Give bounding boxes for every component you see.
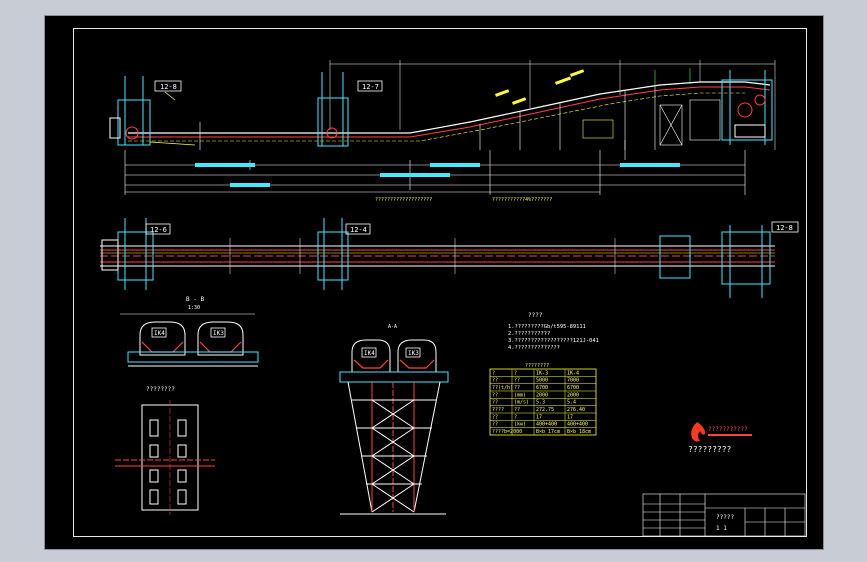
spec-cell: 276.40 bbox=[567, 407, 585, 413]
spec-cell: (kw) bbox=[514, 422, 526, 428]
tag-plan-left bbox=[145, 223, 171, 235]
logo-line-2: ????????? bbox=[688, 445, 732, 454]
tag-elev-left bbox=[154, 80, 182, 92]
spec-cell: B×b 18cm bbox=[567, 429, 591, 435]
drawing-sheet bbox=[44, 15, 824, 550]
spec-cell: ?? bbox=[492, 378, 498, 384]
spec-cell: ????b=2000 bbox=[492, 429, 522, 435]
note-line-1: 1.?????????Gb/t595-89111 bbox=[508, 324, 586, 330]
section-aa: A-A IK4 IK3 bbox=[339, 324, 449, 515]
spec-cell: B×b 17cm bbox=[536, 429, 560, 435]
notes-title: ???? bbox=[528, 312, 543, 319]
detail-title: ???????? bbox=[146, 386, 175, 393]
plan-station-mid bbox=[317, 218, 349, 290]
spec-cell: ?? bbox=[492, 400, 498, 406]
bb-idler-right: IK3 bbox=[213, 330, 224, 337]
incline-supports bbox=[479, 68, 721, 150]
spec-table: ???????? ?? IK-3 IK-4???? 5000 7000 ??(t/h)??… bbox=[489, 363, 597, 436]
belt-profile-under bbox=[128, 92, 745, 142]
spec-cell: 6700 bbox=[567, 385, 579, 391]
plan-station-right bbox=[659, 225, 771, 298]
note-line-3: 3.??????????????????121J-041 bbox=[508, 338, 599, 344]
spec-cell: 5.4 bbox=[567, 400, 576, 406]
belt-profile bbox=[128, 81, 771, 134]
aa-idler-right: IK3 bbox=[408, 350, 419, 357]
spec-cell: 2000 bbox=[536, 392, 548, 398]
plan-station-left bbox=[101, 218, 154, 290]
spec-header-cell: IK-3 bbox=[536, 370, 548, 376]
spec-header-cell: ? bbox=[514, 370, 517, 376]
spec-cell: ? bbox=[514, 414, 517, 420]
bb-idler-left: IK4 bbox=[154, 330, 165, 337]
spec-cell: 5000 bbox=[536, 378, 548, 384]
flame-icon bbox=[691, 422, 706, 442]
drawing-frame bbox=[73, 28, 807, 537]
tag-elev-mid-text: 12-7 bbox=[362, 83, 379, 91]
section-aa-title: A-A bbox=[388, 324, 397, 330]
title-block-name: ????? bbox=[716, 514, 734, 521]
spec-cell: 17 bbox=[536, 414, 542, 420]
tag-plan-right-text: 12-8 bbox=[776, 224, 793, 232]
tag-elev-mid bbox=[357, 80, 383, 92]
intermediate-station bbox=[317, 72, 349, 147]
head-station-right bbox=[721, 70, 773, 145]
spec-cell: 5.3 bbox=[536, 400, 545, 406]
spec-cell: 17 bbox=[567, 414, 573, 420]
spec-cell: ?? bbox=[514, 385, 520, 391]
logo-line-1: ??????????? bbox=[708, 426, 748, 433]
tail-station-left bbox=[109, 76, 151, 146]
spec-cell: 2000 bbox=[567, 392, 579, 398]
spec-cell: ???? bbox=[492, 407, 504, 413]
note-line-4: 4.?????????????? bbox=[508, 345, 560, 351]
tag-plan-mid bbox=[345, 223, 371, 235]
spec-cell: 7000 bbox=[567, 378, 579, 384]
plan-view: 12-6 12-4 12-8 bbox=[100, 218, 799, 298]
elevation-note-b: ???????????4%??????? bbox=[492, 197, 552, 203]
spec-cell: ?? bbox=[514, 378, 520, 384]
company-logo: ??????????? ????????? bbox=[688, 422, 752, 454]
spec-cell: ??(t/h) bbox=[492, 385, 513, 391]
tag-plan-mid-text: 12-4 bbox=[350, 226, 367, 234]
notes-block: ???? 1.?????????Gb/t595-89111 2.????????… bbox=[508, 312, 599, 351]
tag-plan-left-text: 12-6 bbox=[150, 226, 167, 234]
detail-view: ???????? bbox=[115, 386, 215, 515]
tag-plan-right bbox=[771, 221, 799, 233]
title-block-sheet: 1 1 bbox=[716, 525, 727, 532]
elevation-view: 12-8 12-7 bbox=[109, 60, 776, 203]
note-line-2: 2.??????????? bbox=[508, 331, 550, 337]
spec-cell: (m/s) bbox=[514, 400, 529, 406]
section-bb: B - B 1:30 IK4 IK3 bbox=[120, 296, 259, 367]
spec-cell: 400+400 bbox=[536, 422, 557, 428]
section-bb-title: B - B bbox=[186, 296, 204, 303]
spec-header-cell: IK-4 bbox=[567, 370, 579, 376]
spec-cell: ?? bbox=[492, 414, 498, 420]
title-block bbox=[642, 493, 806, 537]
spec-table-title: ???????? bbox=[525, 363, 549, 369]
tag-elev-left-text: 12-8 bbox=[160, 83, 177, 91]
trestle-frame bbox=[340, 381, 446, 515]
section-bb-scale: 1:30 bbox=[188, 305, 200, 311]
spec-cell: ?? bbox=[514, 407, 520, 413]
aa-idler-left: IK4 bbox=[364, 350, 375, 357]
spec-cell: ?? bbox=[492, 392, 498, 398]
spec-cell: 400+400 bbox=[567, 422, 588, 428]
spec-header-cell: ? bbox=[492, 370, 495, 376]
spec-cell: (mm) bbox=[514, 392, 526, 398]
spec-cell: 272.75 bbox=[536, 407, 554, 413]
spec-cell: ?? bbox=[492, 422, 498, 428]
spec-cell: 6700 bbox=[536, 385, 548, 391]
elevation-note-a: ??????????????????? bbox=[375, 197, 432, 203]
